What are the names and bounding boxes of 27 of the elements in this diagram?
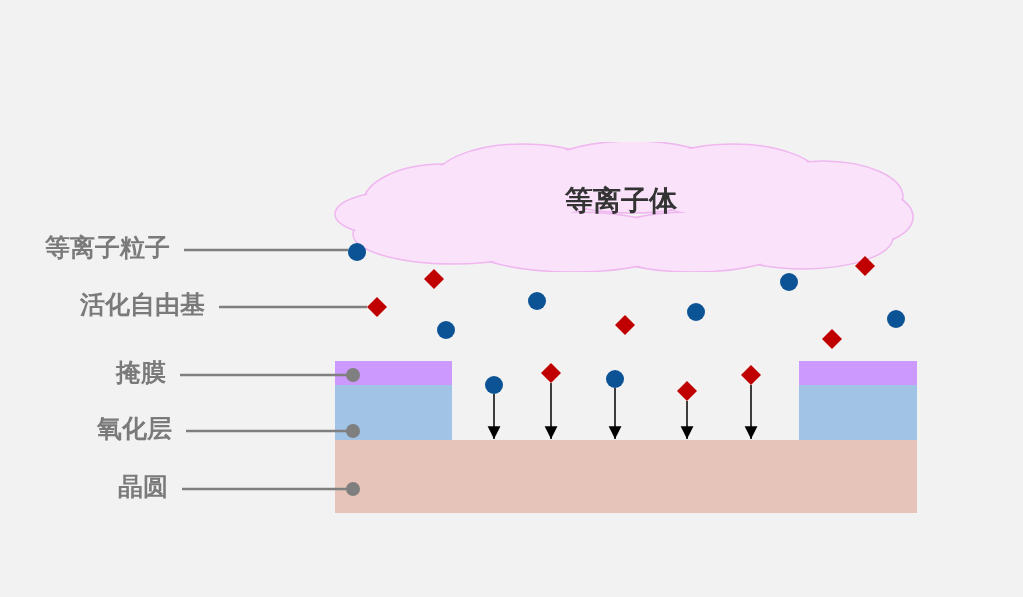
mask-label: 掩膜 [116,357,166,389]
leader-line [186,424,360,438]
oxide-label: 氧化层 [97,413,172,445]
radical-icon [677,381,697,401]
leader-line [180,368,360,382]
mask-layer [335,361,452,385]
leader-line [219,305,367,309]
mask-layer [799,361,917,385]
plasma-particle-icon [485,376,503,394]
radical-label: 活化自由基 [80,289,205,321]
leader-line [184,248,348,252]
arrow [544,382,558,440]
particle-label: 等离子粒子 [45,232,170,264]
oxide-layer [335,385,452,440]
arrow [744,384,758,440]
plasma-particle-icon [606,370,624,388]
radical-icon [541,363,561,383]
wafer-substrate [335,440,917,513]
radical-icon [741,365,761,385]
wafer-label: 晶圆 [118,471,168,503]
arrow [680,400,694,440]
arrow [487,393,501,440]
oxide-layer [799,385,917,440]
leader-line [182,482,360,496]
arrow [608,387,622,440]
cloud-label: 等离子体 [565,183,677,219]
radical-icon [367,297,387,317]
